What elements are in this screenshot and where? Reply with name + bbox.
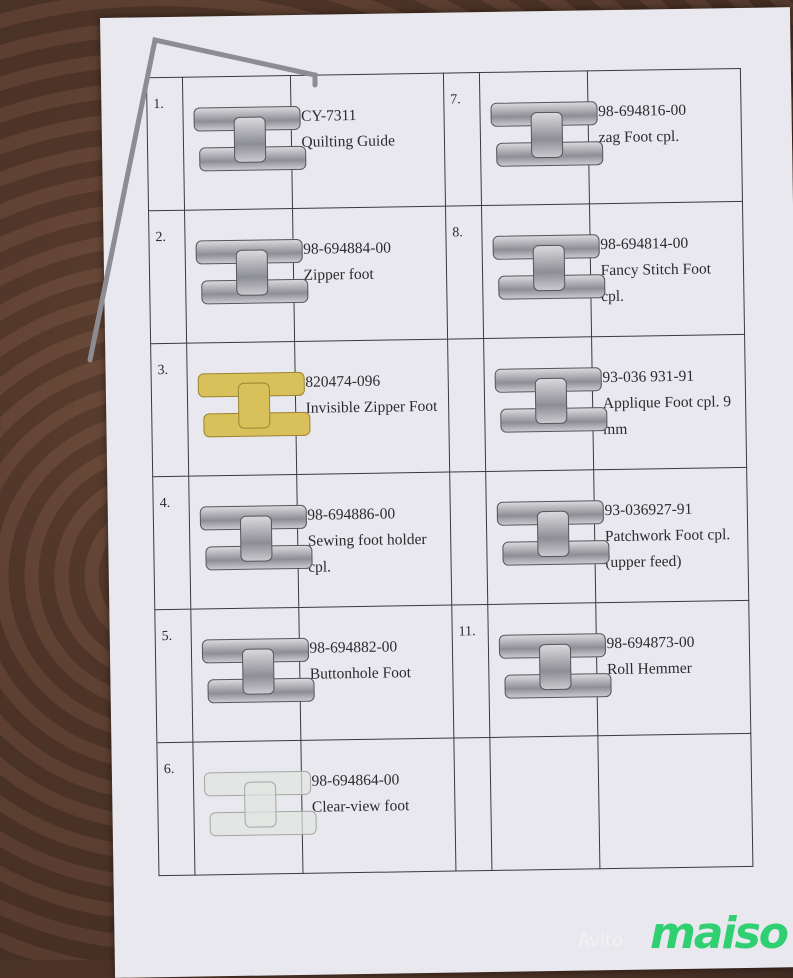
part-code: 98-694814-00 — [600, 234, 689, 254]
presser-foot-photo — [193, 105, 310, 178]
table-row: 1. CY-7311 Quilting Guide 7. 98-694816-00… — [146, 68, 743, 211]
watermark-sub: Avito — [578, 930, 623, 951]
part-code: CY-7311 — [300, 106, 357, 125]
part-code: 98-694882-00 — [309, 638, 398, 657]
table-row: 6. 98-694864-00 Clear-view foot — [156, 733, 753, 876]
part-name: Invisible Zipper Foot — [305, 397, 438, 417]
item-number: 4. — [159, 495, 171, 512]
item-number: 5. — [161, 628, 173, 645]
presser-foot-photo — [499, 633, 615, 705]
part-code: 93-036927-91 — [604, 500, 693, 520]
presser-foot-photo — [490, 101, 607, 173]
presser-foot-photo — [494, 367, 611, 439]
presser-foot-photo — [497, 500, 613, 572]
part-code: 93-036 931-91 — [602, 367, 695, 387]
part-name: Clear-view foot — [311, 797, 410, 816]
presser-foot-photo — [201, 637, 318, 710]
table-row: 4. 98-694886-00 Sewing foot holder cpl. … — [152, 467, 749, 610]
part-code: 98-694884-00 — [303, 239, 392, 258]
part-name: Roll Hemmer — [606, 659, 692, 679]
part-name: zag Foot cpl. — [598, 127, 680, 147]
part-code: 820474-096 — [305, 372, 381, 391]
part-name: Quilting Guide — [301, 132, 396, 151]
item-number: 7. — [450, 92, 461, 108]
table-row: 3. 820474-096 Invisible Zipper Foot 93-0… — [150, 334, 747, 477]
item-number: 1. — [153, 97, 164, 113]
presser-foot-photo — [195, 238, 312, 311]
item-number: 8. — [452, 225, 463, 241]
parts-sheet: 1. CY-7311 Quilting Guide 7. 98-694816-00… — [100, 7, 793, 978]
item-number: 2. — [155, 229, 167, 246]
part-name: Buttonhole Foot — [309, 664, 412, 683]
part-code: 98-694816-00 — [598, 101, 687, 121]
item-number: 11. — [458, 624, 476, 640]
presser-foot-photo — [197, 371, 314, 444]
presser-foot-photo — [492, 234, 609, 306]
part-name: Zipper foot — [303, 265, 374, 284]
part-code — [608, 762, 744, 764]
item-number: 6. — [163, 761, 175, 778]
part-code: 98-694864-00 — [311, 771, 400, 790]
part-name: Applique Foot cpl. 9 mm — [602, 393, 732, 439]
part-name: Patchwork Foot cpl. (upper feed) — [604, 526, 731, 572]
table-row: 5. 98-694882-00 Buttonhole Foot 11. 98-69… — [154, 600, 751, 743]
part-name: Sewing foot holder cpl. — [307, 530, 427, 576]
table-row: 2. 98-694884-00 Zipper foot 8. 98-694814-… — [148, 201, 745, 344]
item-number: 3. — [157, 362, 169, 379]
part-code: 98-694873-00 — [606, 633, 695, 653]
part-name: Fancy Stitch Foot cpl. — [600, 260, 712, 306]
parts-table: 1. CY-7311 Quilting Guide 7. 98-694816-00… — [146, 68, 753, 876]
presser-foot-photo — [199, 504, 316, 577]
part-code: 98-694886-00 — [307, 505, 396, 524]
part-name — [608, 762, 744, 764]
watermark-logo: maiso — [649, 908, 789, 959]
presser-foot-photo — [204, 770, 320, 843]
